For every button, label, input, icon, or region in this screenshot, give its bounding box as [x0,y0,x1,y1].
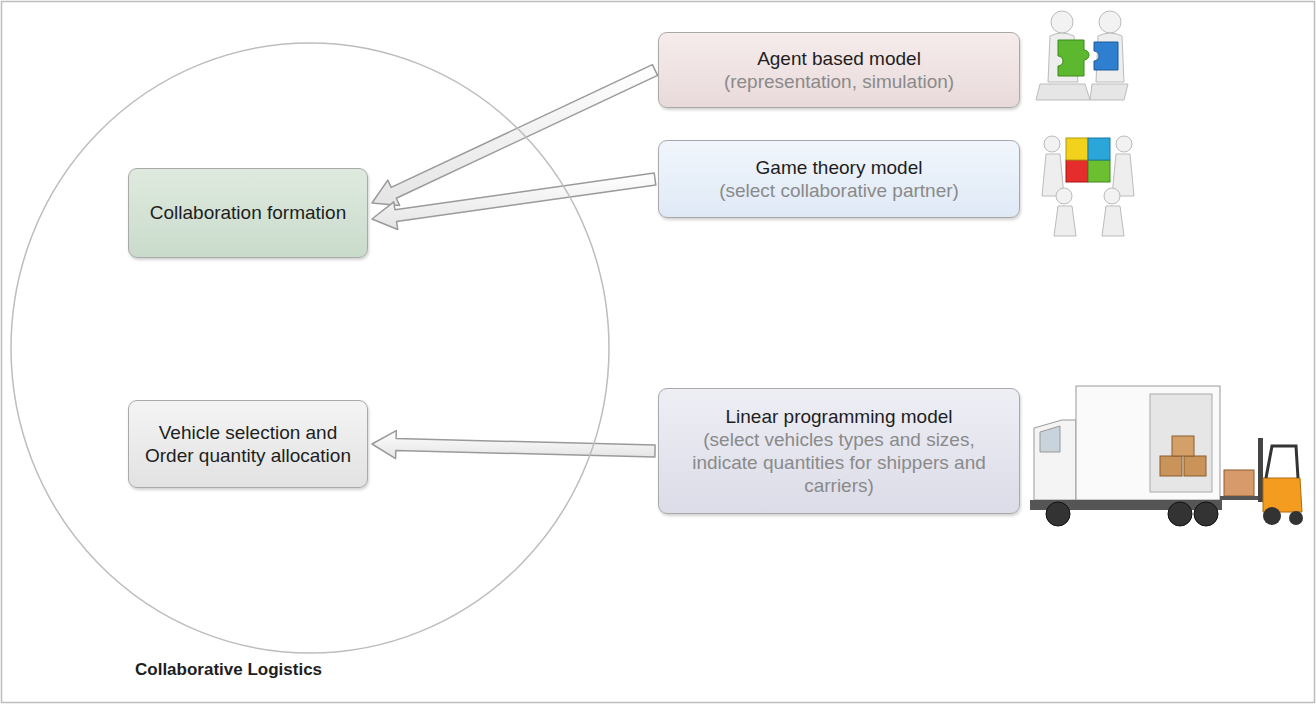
model-box: Linear programming model(select vehicles… [658,388,1020,514]
figure-body [1054,206,1076,236]
truck-cab [1034,420,1076,500]
red-puzzle-piece [1066,160,1088,182]
truck-window [1040,426,1060,452]
figure-head [1056,188,1072,204]
figure-head [1051,11,1073,33]
figure-head [1116,136,1132,152]
collaborative-logistics-circle: Collaborative LogisticsCollaboration for… [10,42,610,654]
cargo-box [1160,456,1182,476]
green-puzzle-piece [1088,160,1110,182]
fork [1220,496,1260,500]
box-subtitle: (representation, simulation) [724,70,954,93]
wheel [1263,507,1281,525]
model-box: Agent based model(representation, simula… [658,32,1020,108]
wheel [1289,511,1303,525]
circle-outline [10,42,610,654]
figure-head [1104,188,1120,204]
forklift-mast [1258,438,1263,502]
box-subtitle: (select collaborative partner) [719,179,959,202]
cargo-box [1224,470,1254,496]
yellow-puzzle-piece [1066,138,1088,160]
forklift-body [1263,478,1302,512]
model-box: Game theory model(select collaborative p… [658,140,1020,218]
box-title: Collaboration formation [150,201,346,224]
box-subtitle: (select vehicles types and sizes, indica… [673,428,1005,498]
cargo-box [1184,456,1206,476]
box-title: Agent based model [757,47,921,70]
blue-puzzle-piece [1088,138,1110,160]
figure-legs [1090,84,1128,100]
forklift-cage [1266,446,1298,478]
box-title: Linear programming model [725,405,952,428]
box-title: Game theory model [756,156,923,179]
truck-body [1076,386,1220,500]
box-title: Vehicle selection and Order quantity all… [143,421,353,467]
figure-head [1044,136,1060,152]
wheel [1046,502,1070,526]
process-box: Vehicle selection and Order quantity all… [128,400,368,488]
figure-head [1099,11,1121,33]
truck-opening [1150,394,1212,492]
cargo-box [1172,436,1194,456]
block-arrow [372,431,655,459]
green-puzzle-piece [1058,40,1089,76]
wheel [1194,502,1218,526]
truck-illustration [1030,386,1303,526]
figure-body [1102,206,1124,236]
game-illustration [1042,136,1134,236]
blue-puzzle-piece [1094,42,1118,70]
agent-illustration [1036,11,1128,100]
circle-outline [11,43,609,653]
process-box: Collaboration formation [128,168,368,258]
region-label: Collaborative Logistics [135,660,322,680]
wheel [1168,502,1192,526]
block-arrow [372,173,656,229]
figure-legs [1036,84,1090,100]
